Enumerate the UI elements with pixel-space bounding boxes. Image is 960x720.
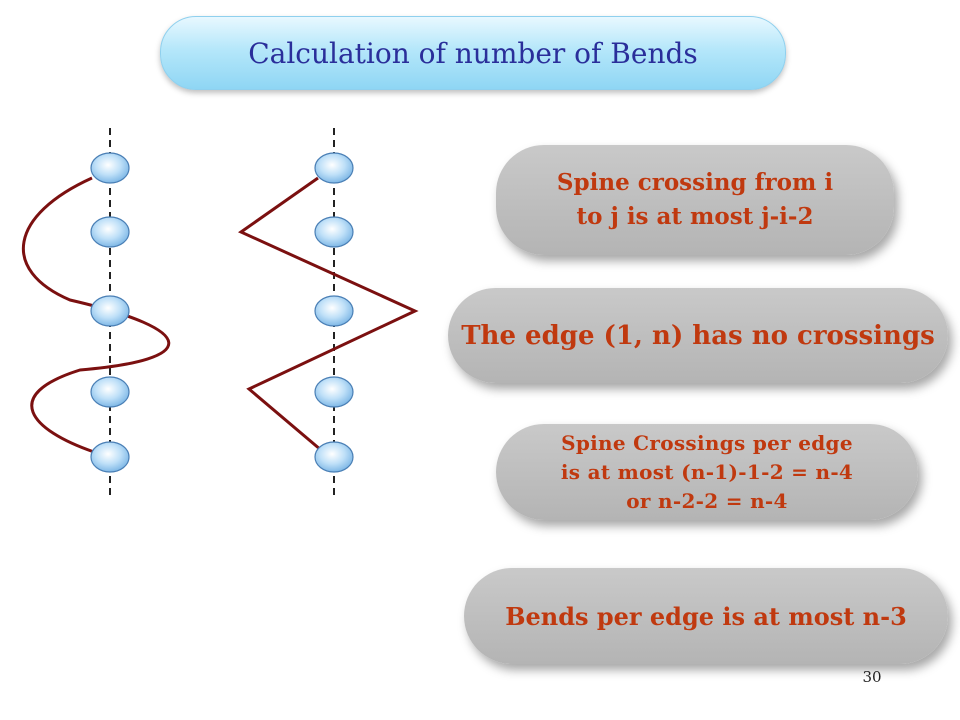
- slide-title-text: Calculation of number of Bends: [248, 36, 698, 70]
- edge-no-crossings-text: The edge (1, n) has no crossings: [461, 320, 935, 351]
- spine-crossing-line-1: Spine crossing from i: [556, 169, 834, 196]
- right-node-1: [314, 152, 354, 184]
- left-node-1: [90, 152, 130, 184]
- right-node-5: [314, 441, 354, 473]
- bends-per-edge-box: Bends per edge is at most n-3: [464, 568, 948, 664]
- page-number: 30: [862, 668, 882, 686]
- right-node-4: [314, 376, 354, 408]
- left-node-2: [90, 216, 130, 248]
- left-node-3: [90, 295, 130, 327]
- right-node-2: [314, 216, 354, 248]
- bends-per-edge-text: Bends per edge is at most n-3: [505, 601, 907, 631]
- spine-crossings-per-edge-line-3: or n-2-2 = n-4: [626, 488, 788, 513]
- spine-crossings-per-edge-box: Spine Crossings per edge is at most (n-1…: [496, 424, 918, 520]
- slide-title: Calculation of number of Bends: [160, 16, 786, 90]
- spine-crossing-box: Spine crossing from i to j is at most j-…: [496, 145, 894, 255]
- spine-crossings-per-edge-line-1: Spine Crossings per edge: [561, 430, 853, 455]
- edge-no-crossings-box: The edge (1, n) has no crossings: [448, 288, 948, 383]
- right-node-3: [314, 295, 354, 327]
- right-zigzag-edge: [237, 176, 419, 452]
- left-curved-edge: [21, 176, 171, 454]
- left-node-4: [90, 376, 130, 408]
- spine-crossing-line-2: to j is at most j-i-2: [576, 203, 814, 230]
- left-node-5: [90, 441, 130, 473]
- spine-crossings-per-edge-line-2: is at most (n-1)-1-2 = n-4: [560, 459, 854, 484]
